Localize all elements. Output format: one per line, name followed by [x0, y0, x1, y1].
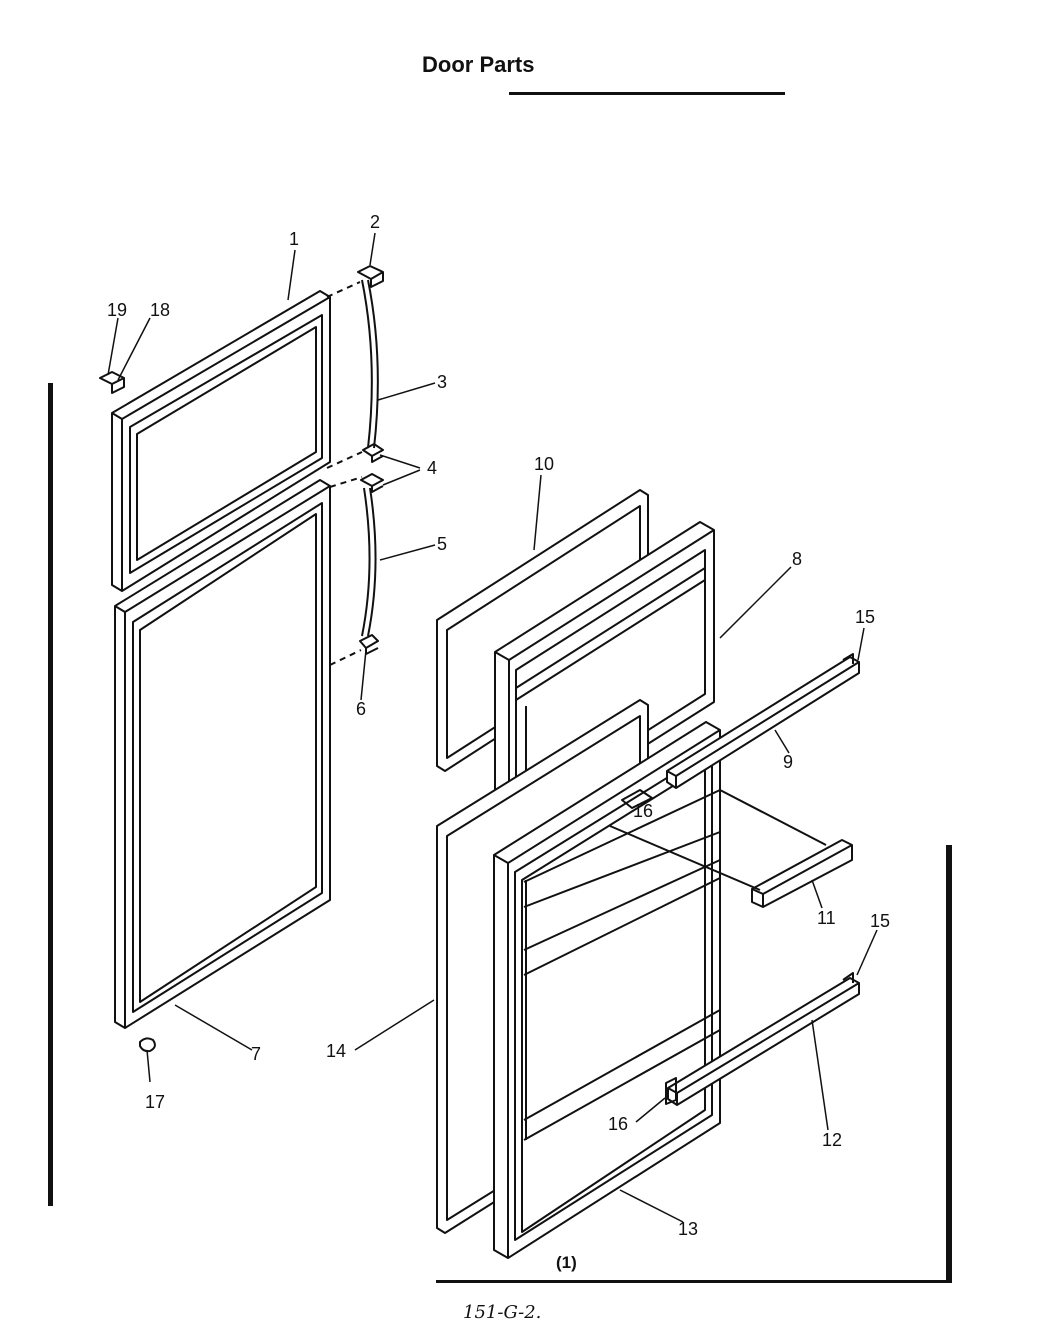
callout-9: 9 [783, 752, 793, 772]
fresh-food-handle-assembly [329, 473, 384, 666]
callout-15-lower: 15 [870, 911, 890, 931]
callout-5: 5 [437, 534, 447, 554]
callout-8: 8 [792, 549, 802, 569]
callout-14: 14 [326, 1041, 346, 1061]
door-shelf-9 [666, 653, 860, 789]
end-cap-16-lower [665, 1077, 677, 1105]
callout-labels: 1 2 3 4 5 6 7 8 9 10 11 12 13 14 15 15 1… [107, 212, 890, 1239]
right-margin-bar [946, 845, 952, 1283]
bottom-rule [436, 1280, 951, 1283]
callout-1: 1 [289, 229, 299, 249]
callout-2: 2 [370, 212, 380, 232]
dairy-cover-11 [609, 789, 853, 908]
fresh-food-liner-13 [493, 721, 721, 1259]
leader-lines [107, 232, 878, 1223]
callout-19: 19 [107, 300, 127, 320]
reference-code: 151-G-2. [463, 1302, 541, 1323]
callout-16-lower: 16 [608, 1114, 628, 1134]
left-margin-bar [48, 383, 53, 1206]
hinge-cap-17 [139, 1037, 156, 1053]
callout-4: 4 [427, 458, 437, 478]
freezer-handle-assembly [326, 265, 384, 469]
callout-7: 7 [251, 1044, 261, 1064]
callout-3: 3 [437, 372, 447, 392]
freezer-door-outer [111, 290, 331, 592]
callout-15-upper: 15 [855, 607, 875, 627]
callout-18: 18 [150, 300, 170, 320]
callout-6: 6 [356, 699, 366, 719]
callout-11: 11 [817, 908, 836, 928]
callout-17: 17 [145, 1092, 165, 1112]
panel-label: (1) [556, 1253, 577, 1272]
title-underline [509, 92, 785, 95]
callout-10: 10 [534, 454, 554, 474]
callout-16-upper: 16 [633, 801, 653, 821]
freezer-liner-8 [494, 521, 715, 833]
callout-12: 12 [822, 1130, 842, 1150]
page-title: Door Parts [422, 52, 535, 77]
callout-13: 13 [678, 1219, 698, 1239]
end-cap-16-upper [621, 789, 653, 809]
fresh-food-door-outer [114, 479, 331, 1029]
